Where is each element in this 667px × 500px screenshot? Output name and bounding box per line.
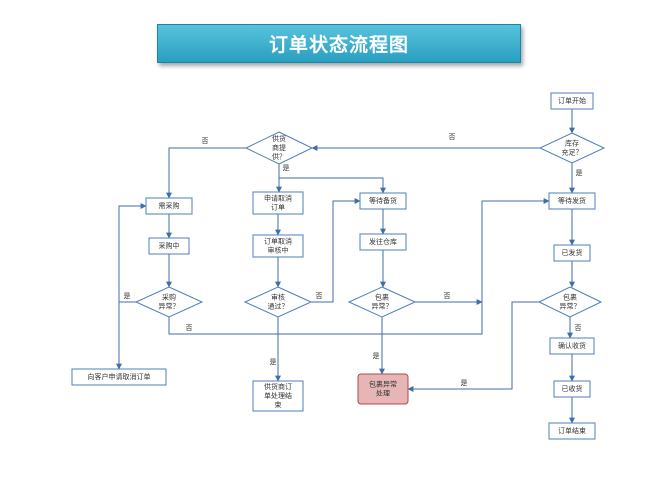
edge-label-review-no: 否 [316, 292, 323, 300]
package-exception-handling-label: 包裹异常处理 [369, 380, 397, 398]
received-label: 已收货 [562, 384, 583, 393]
title-banner: 订单状态流程图 [157, 24, 521, 63]
pending-ship-shape [548, 192, 596, 210]
edge-label-pkg-right-no: 否 [575, 324, 582, 332]
edge-label-pkg-mid-no: 否 [444, 292, 451, 300]
purchasing-node: 采购中 [148, 237, 190, 255]
package-abnormal-right-node: 包裹异常？ [537, 286, 603, 318]
purchase-abnormal-label: 采购异常？ [159, 293, 180, 311]
purchase-abnormal-shape [134, 286, 204, 318]
order-end-label: 订单结束 [558, 426, 586, 435]
apply-cancel-shape [252, 191, 304, 215]
edge-supplier-no-to-needpurchase [166, 147, 246, 199]
waiting-stock-shape [359, 192, 407, 210]
package-abnormal-right-shape [537, 286, 603, 318]
edge-label-stock-yes: 是 [576, 169, 583, 177]
confirm-receipt-label: 确认收货 [558, 341, 586, 350]
diagram-title: 订单状态流程图 [268, 34, 409, 56]
edge-label-supplier-yes: 是 [283, 164, 290, 172]
package-exception-handling-shape [357, 373, 409, 405]
need-purchase-node: 需采购 [145, 197, 193, 215]
edge-label-pkg-right-yes: 是 [461, 379, 468, 387]
edge-review-no-to-waitstock [311, 198, 361, 303]
review-passed-shape [243, 286, 313, 318]
stock-check-shape [538, 132, 606, 164]
purchasing-shape [148, 237, 190, 255]
cancel-reviewing-label: 订单取消审核中 [264, 237, 292, 255]
edge-label-supplier-no: 否 [202, 137, 209, 145]
package-abnormal-right-label: 包裹异常？ [560, 293, 581, 311]
edge-label-review-yes: 是 [270, 358, 277, 366]
need-purchase-label: 需采购 [159, 201, 180, 210]
edge-label-pkg-mid-yes: 是 [373, 352, 380, 360]
received-node: 已收货 [553, 380, 591, 398]
send-to-warehouse-shape [359, 233, 407, 251]
edge-pkgright-yes-to-exception [407, 301, 539, 392]
confirm-receipt-node: 确认收货 [549, 337, 595, 355]
order-end-node: 订单结束 [548, 422, 596, 440]
package-exception-handling-node: 包裹异常处理 [357, 373, 409, 405]
review-passed-node: 审核通过？ [243, 286, 313, 318]
package-abnormal-mid-node: 包裹异常？ [347, 286, 417, 318]
customer-cancel-shape [71, 368, 167, 386]
confirm-receipt-shape [549, 337, 595, 355]
edge-purchase-no-to-pendingship [168, 198, 550, 335]
waiting-stock-label: 等待备货 [369, 196, 397, 205]
stock-check-node: 库存充足？ [538, 132, 606, 164]
supplier-provide-node: 供货商提供？ [244, 131, 314, 165]
purchasing-label: 采购中 [159, 241, 180, 250]
order-start-shape [550, 92, 594, 110]
pending-ship-node: 等待发货 [548, 192, 596, 210]
send-to-warehouse-label: 发往仓库 [369, 237, 397, 246]
supplier-order-end-shape [252, 380, 304, 412]
stock-check-label: 库存充足？ [562, 139, 583, 157]
pending-ship-label: 等待发货 [558, 196, 586, 205]
received-shape [553, 380, 591, 398]
supplier-order-end-label: 供货商订单处理结束 [264, 382, 292, 409]
waiting-stock-node: 等待备货 [359, 192, 407, 210]
shipped-label: 已发货 [562, 248, 583, 257]
cancel-reviewing-node: 订单取消审核中 [252, 234, 304, 258]
apply-cancel-node: 申请取消订单 [252, 191, 304, 215]
supplier-provide-shape [244, 131, 314, 165]
order-start-label: 订单开始 [558, 96, 586, 105]
package-abnormal-mid-shape [347, 286, 417, 318]
supplier-provide-label: 供货商提供？ [272, 134, 286, 161]
edge-label-stock-no: 否 [449, 133, 456, 141]
edge-label-purchase-yes: 是 [124, 292, 131, 300]
edge-label-purchase-no: 否 [186, 324, 193, 332]
shipped-node: 已发货 [553, 244, 591, 262]
order-start-node: 订单开始 [550, 92, 594, 110]
cancel-reviewing-shape [252, 234, 304, 258]
need-purchase-shape [145, 197, 193, 215]
customer-cancel-label: 向客户申请取消订单 [88, 372, 151, 381]
shipped-shape [553, 244, 591, 262]
edge-customercancel-to-needpurchase [118, 203, 147, 369]
customer-cancel-node: 向客户申请取消订单 [71, 368, 167, 386]
order-end-shape [548, 422, 596, 440]
edge-purchase-yes-to-customercancel [116, 301, 136, 370]
edge-supplier-yes-to-waitstock [279, 177, 386, 194]
send-to-warehouse-node: 发往仓库 [359, 233, 407, 251]
apply-cancel-label: 申请取消订单 [264, 194, 292, 212]
connector-lines [116, 109, 575, 424]
package-abnormal-mid-label: 包裹异常？ [372, 293, 393, 311]
supplier-order-end-node: 供货商订单处理结束 [252, 380, 304, 412]
purchase-abnormal-node: 采购异常？ [134, 286, 204, 318]
review-passed-label: 审核通过？ [268, 293, 289, 311]
